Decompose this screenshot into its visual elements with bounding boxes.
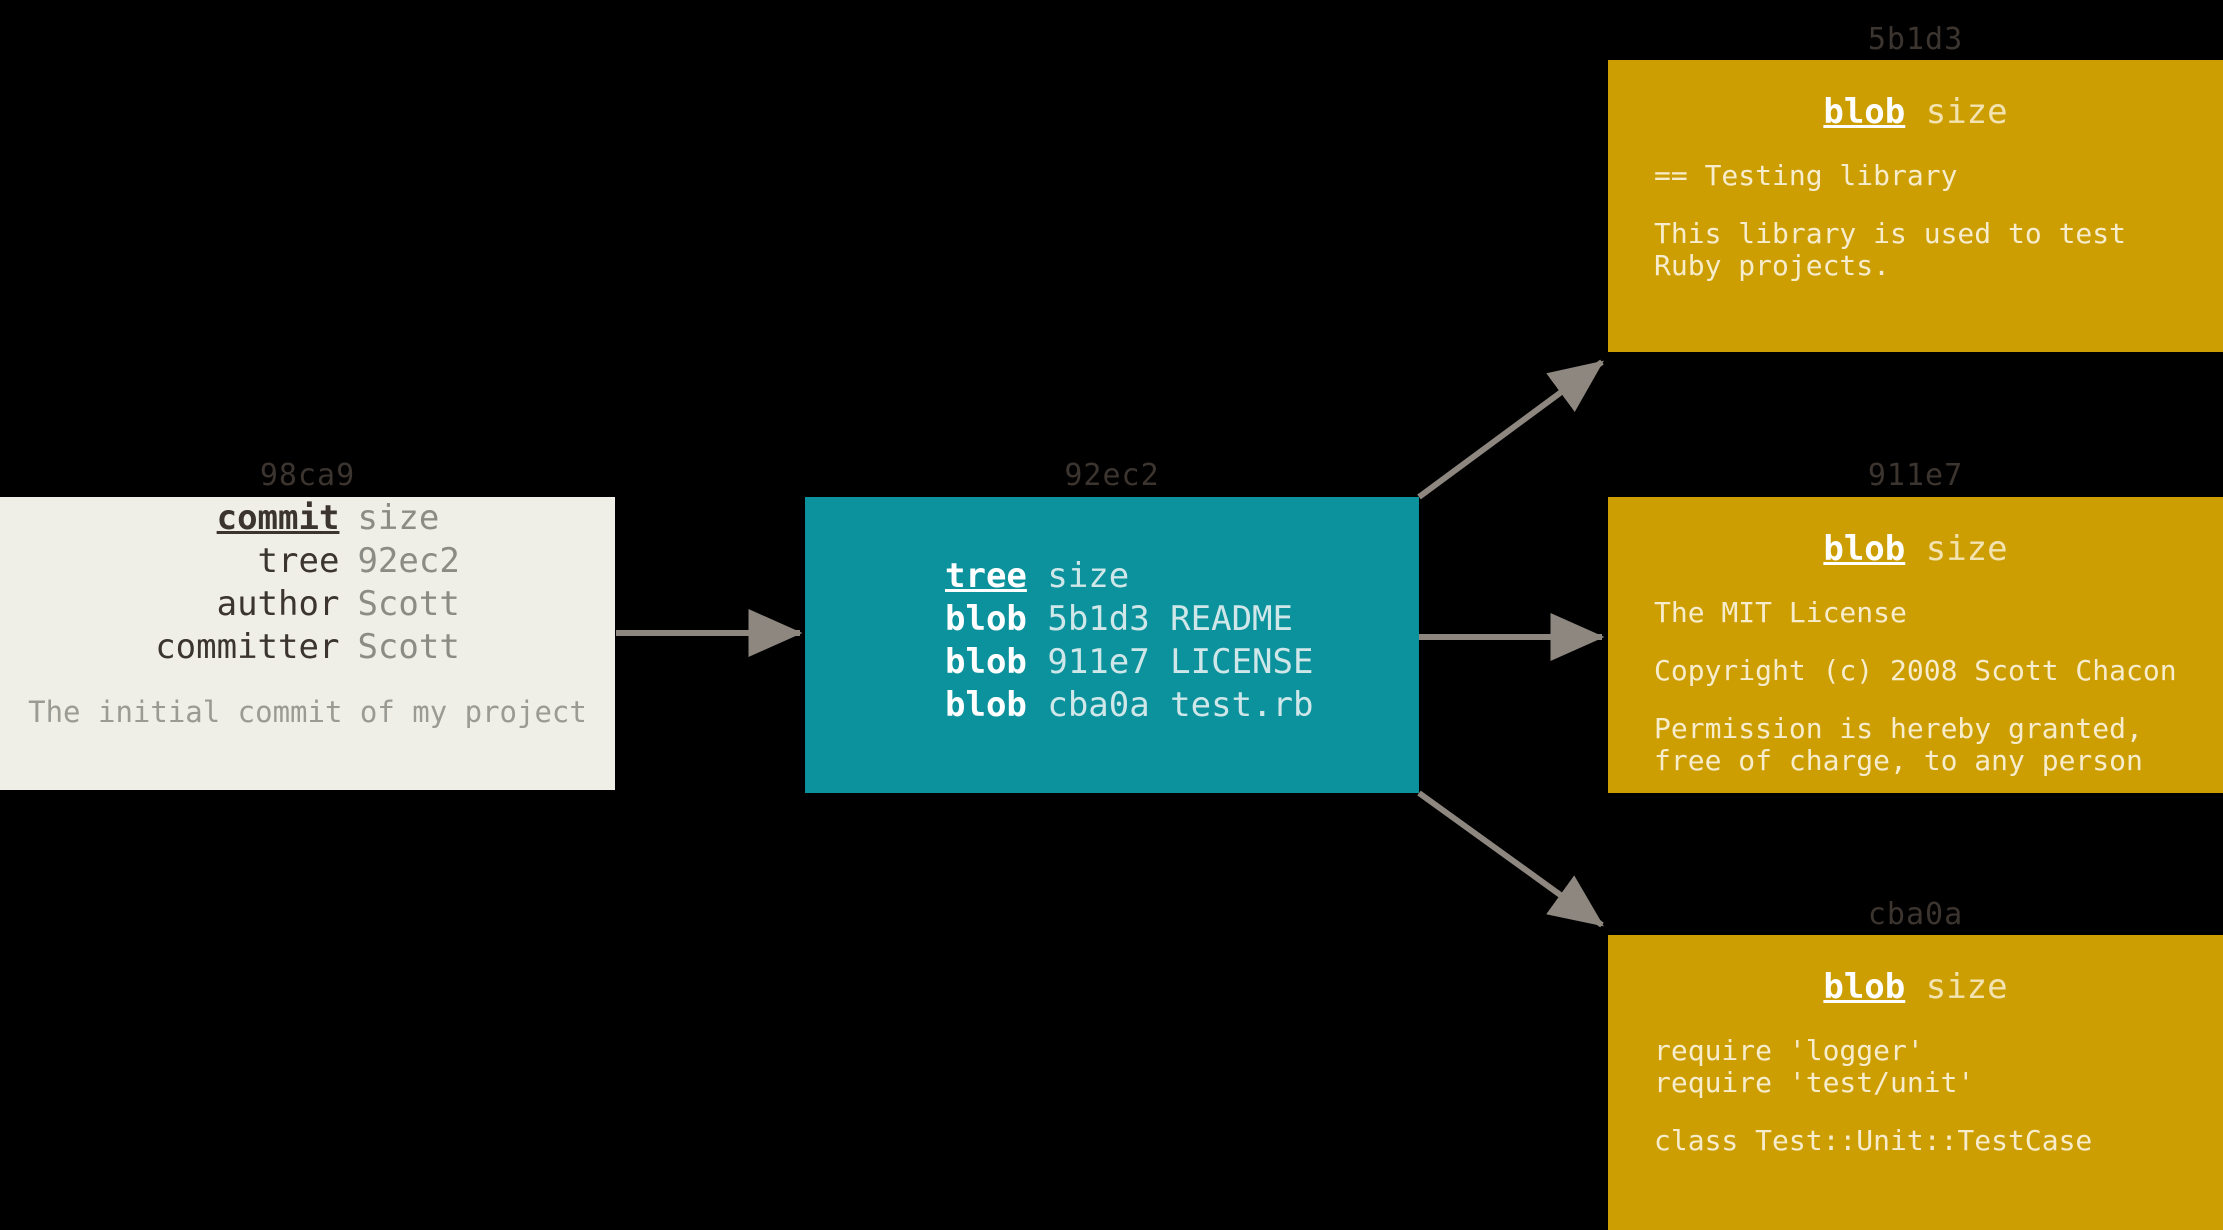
tree-object-node[interactable]: tree size blob 5b1d3 README blob 911e7 L…: [805, 497, 1419, 793]
commit-field-key: committer: [155, 627, 340, 667]
commit-field-value: Scott: [357, 627, 460, 667]
blob-size-spacer: [1905, 967, 1925, 1007]
blob-testrb-content: require 'logger' require 'test/unit' cla…: [1608, 1035, 2223, 1157]
tree-hash-label: 92ec2: [1064, 458, 1160, 493]
commit-object-node[interactable]: commit size tree 92ec2 author Scott comm…: [0, 497, 615, 790]
tree-entry-kind: blob: [945, 642, 1027, 682]
tree-entry-rest: size: [1026, 556, 1130, 596]
tree-entry-list: tree size blob 5b1d3 README blob 911e7 L…: [805, 555, 1419, 727]
blob-size-value: size: [1925, 529, 2008, 569]
blob-license-content: The MIT License Copyright (c) 2008 Scott…: [1608, 597, 2223, 777]
blob-paragraph: require 'logger' require 'test/unit': [1654, 1034, 1975, 1099]
edge-tree-to-blob-testrb: [1417, 790, 1604, 928]
commit-field-key: tree: [257, 541, 340, 581]
commit-row-tree: tree 92ec2: [155, 540, 460, 583]
tree-entry-row: blob 5b1d3 README: [945, 598, 1419, 641]
blob-readme-content: == Testing library This library is used …: [1608, 160, 2223, 282]
commit-message: The initial commit of my project: [28, 695, 587, 729]
commit-fields-body: commit size tree 92ec2 author Scott comm…: [155, 497, 460, 669]
blob-paragraph: == Testing library: [1654, 159, 1958, 192]
blob-paragraph: class Test::Unit::TestCase: [1654, 1124, 2093, 1157]
blob-size-spacer: [1905, 529, 1925, 569]
blob-paragraph: Copyright (c) 2008 Scott Chacon: [1654, 654, 2177, 687]
commit-fields-table: commit size tree 92ec2 author Scott comm…: [155, 497, 460, 669]
blob-size-label: [1905, 92, 1925, 132]
commit-field-value: size: [357, 498, 440, 538]
commit-row-author: author Scott: [155, 583, 460, 626]
blob-size-value: size: [1925, 92, 2008, 132]
blob-readme-hash-label: 5b1d3: [1867, 22, 1964, 57]
blob-size-value: size: [1925, 967, 2008, 1007]
blob-testrb-header: blob size: [1608, 965, 2223, 1009]
tree-entry-rest: cba0a test.rb: [1026, 685, 1314, 725]
blob-testrb-node[interactable]: blob size require 'logger' require 'test…: [1608, 935, 2223, 1230]
commit-field-key: author: [216, 584, 340, 624]
tree-entry-row: blob 911e7 LICENSE: [945, 641, 1419, 684]
blob-readme-header: blob size: [1608, 90, 2223, 134]
commit-field-value: Scott: [357, 584, 460, 624]
tree-entry-row: blob cba0a test.rb: [945, 684, 1419, 727]
commit-hash-label: 98ca9: [259, 458, 356, 493]
commit-field-key: commit: [216, 498, 340, 538]
tree-entry-rest: 911e7 LICENSE: [1026, 642, 1314, 682]
tree-entry-kind: blob: [945, 685, 1027, 725]
commit-row-commit: commit size: [155, 497, 460, 540]
blob-paragraph: Permission is hereby granted, free of ch…: [1654, 712, 2143, 777]
blob-paragraph: This library is used to test Ruby projec…: [1654, 217, 2127, 282]
blob-paragraph: The MIT License: [1654, 596, 1907, 629]
blob-license-hash-label: 911e7: [1867, 458, 1964, 493]
blob-readme-node[interactable]: blob size == Testing library This librar…: [1608, 60, 2223, 352]
tree-entry-kind: tree: [945, 556, 1027, 596]
edge-tree-to-blob-readme: [1417, 359, 1604, 500]
blob-kind-label: blob: [1823, 529, 1906, 569]
commit-field-value: 92ec2: [357, 541, 460, 581]
blob-kind-label: blob: [1823, 92, 1906, 132]
commit-row-committer: committer Scott: [155, 626, 460, 669]
tree-entry-row: tree size: [945, 555, 1419, 598]
blob-license-header: blob size: [1608, 527, 2223, 571]
blob-testrb-hash-label: cba0a: [1867, 897, 1964, 932]
blob-kind-label: blob: [1823, 967, 1906, 1007]
tree-entry-kind: blob: [945, 599, 1027, 639]
tree-entry-rest: 5b1d3 README: [1026, 599, 1293, 639]
blob-license-node[interactable]: blob size The MIT License Copyright (c) …: [1608, 497, 2223, 793]
